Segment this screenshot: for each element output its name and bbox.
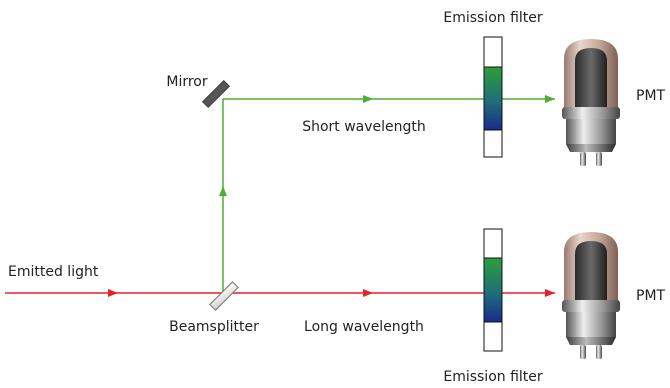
beamsplitter-label: Beamsplitter [169,319,259,335]
emitted-light-label: Emitted light [8,264,99,280]
arrowhead-icon [108,289,118,297]
emission-filter-bottom-label: Emission filter [443,369,543,385]
arrowhead-icon [363,95,373,103]
mirror-label: Mirror [166,74,207,90]
mirror [201,79,231,109]
emitted-light-beam [5,289,555,297]
short-wavelength-label: Short wavelength [302,119,426,135]
arrowhead-icon [363,289,373,297]
arrowhead-icon [219,186,227,196]
emission-filter-top [483,36,503,158]
emission-filter-bottom [483,228,503,352]
pmt-detector-bottom [562,232,620,359]
long-wavelength-label: Long wavelength [304,319,424,335]
emission-filter-top-label: Emission filter [443,10,543,26]
arrowhead-icon [545,289,555,297]
pmt-detector-top [562,39,620,166]
arrowhead-icon [545,95,555,103]
beamsplitter [209,281,239,311]
pmt-top-label: PMT [636,88,666,104]
pmt-bottom-label: PMT [636,288,666,304]
